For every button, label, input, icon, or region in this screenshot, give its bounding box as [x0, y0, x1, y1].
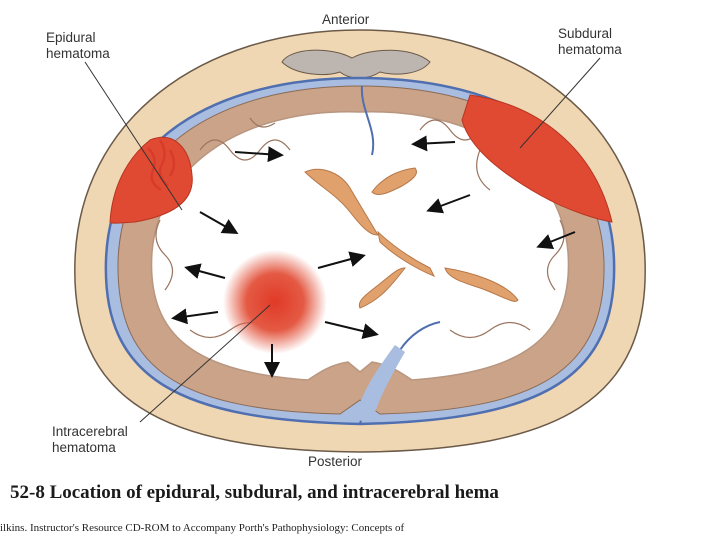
label-subdural-line1: Subdural — [558, 26, 613, 41]
figure-credit: ilkins. Instructor's Resource CD-ROM to … — [0, 522, 405, 534]
label-subdural-line2: hematoma — [558, 42, 622, 57]
pressure-arrows — [171, 135, 576, 378]
ventricles — [304, 167, 519, 309]
label-epidural-line1: Epidural — [46, 30, 96, 45]
anterior-midline — [360, 85, 375, 156]
figure-caption: 52-8 Location of epidural, subdural, and… — [10, 482, 499, 503]
label-posterior: Posterior — [308, 454, 363, 469]
subdural-hematoma — [461, 94, 613, 223]
posterior-csf — [355, 345, 405, 422]
leader-lines — [84, 57, 601, 423]
label-intracerebral-line1: Intracerebral — [52, 424, 128, 439]
frontal-sinus — [281, 49, 431, 79]
label-intracerebral-line2: hematoma — [52, 440, 116, 455]
label-anterior: Anterior — [322, 12, 370, 27]
intracerebral-hematoma — [223, 250, 327, 354]
label-epidural-line2: hematoma — [46, 46, 110, 61]
